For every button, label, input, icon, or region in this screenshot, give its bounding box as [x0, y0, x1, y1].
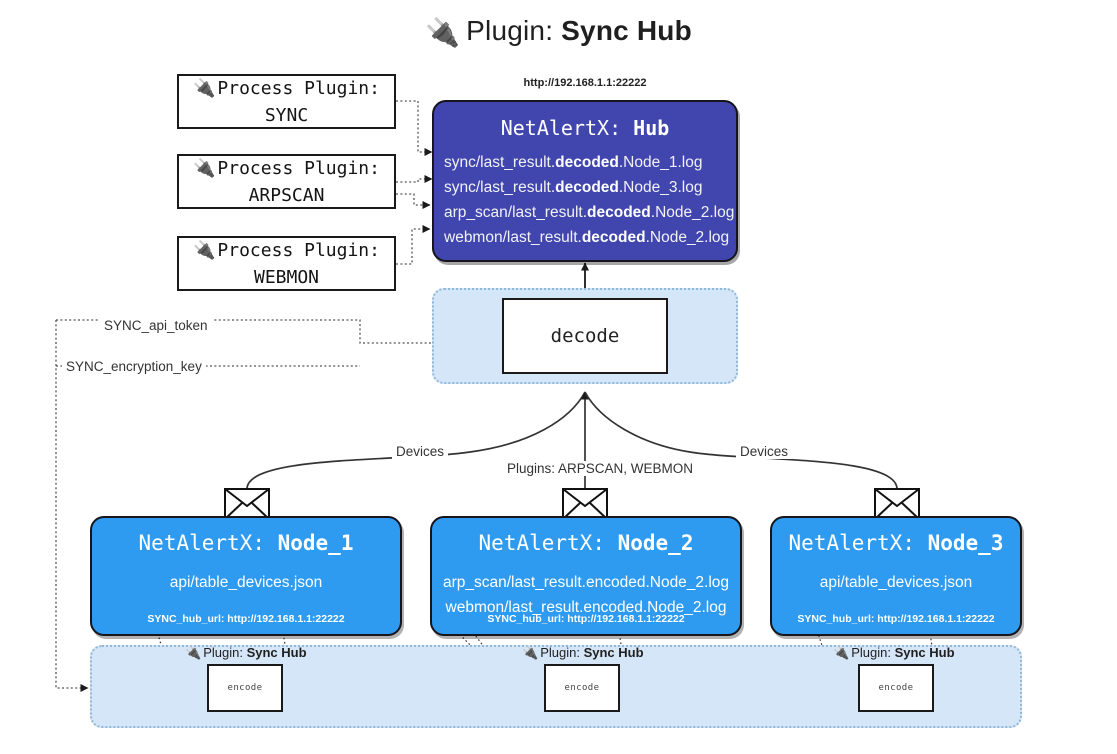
plug-icon: 🔌 [522, 645, 539, 660]
node-3-hub-url: SYNC_hub_url: http://192.168.1.1:22222 [797, 613, 995, 625]
encode-box-2[interactable]: encode [544, 664, 620, 712]
node-3-lines: api/table_devices.json [772, 570, 1020, 595]
node-1-title: NetAlertX: Node_1 [138, 531, 354, 555]
plugins-label-center: Plugins: ARPSCAN, WEBMON [503, 461, 698, 476]
hub-log-line: webmon/last_result.decoded.Node_2.log [444, 229, 730, 247]
encoder-2-caption: 🔌Plugin: Sync Hub [522, 645, 644, 660]
process-plugin-arpscan-line2: ARPSCAN [248, 184, 325, 206]
node-1-lines: api/table_devices.json [92, 570, 400, 595]
hub-title-prefix: NetAlertX: [500, 116, 634, 140]
plug-icon: 🔌 [185, 645, 202, 660]
plug-icon: 🔌 [425, 17, 461, 48]
node-2-title: NetAlertX: Node_2 [478, 531, 694, 555]
process-plugin-sync[interactable]: 🔌Process Plugin: SYNC [177, 74, 396, 129]
envelope-icon [224, 488, 270, 520]
hub-title-name: Hub [633, 116, 670, 140]
edge-encryption-key-to-encoders [55, 320, 89, 692]
hub-node[interactable]: NetAlertX: Hub sync/last_result.decoded.… [432, 100, 738, 262]
hub-log-line: sync/last_result.decoded.Node_3.log [444, 179, 703, 197]
node-1[interactable]: NetAlertX: Node_1 api/table_devices.json… [90, 516, 402, 636]
hub-title: NetAlertX: Hub [434, 116, 736, 140]
process-plugin-webmon-line1: Process Plugin: [217, 239, 380, 261]
node-2[interactable]: NetAlertX: Node_2 arp_scan/last_result.e… [430, 516, 742, 636]
edge-arpscan-to-hub-b [396, 193, 431, 209]
node-line: api/table_devices.json [169, 574, 323, 591]
page-title-prefix: Plugin: [466, 15, 562, 46]
plug-icon: 🔌 [193, 239, 216, 261]
decode-box[interactable]: decode [502, 298, 668, 374]
encoder-3-caption: 🔌Plugin: Sync Hub [833, 645, 955, 660]
node-2-lines: arp_scan/last_result.encoded.Node_2.log … [432, 570, 740, 620]
hub-url-label: http://192.168.1.1:22222 [523, 77, 647, 89]
hub-log-line: sync/last_result.decoded.Node_1.log [444, 154, 703, 171]
envelope-icon [562, 488, 608, 520]
sync-encryption-key-label: SYNC_encryption_key [62, 359, 206, 374]
page-title: 🔌Plugin: Sync Hub [0, 14, 1117, 48]
encoder-1-caption: 🔌Plugin: Sync Hub [185, 645, 307, 660]
process-plugin-sync-line1: Process Plugin: [217, 77, 380, 99]
devices-label-left: Devices [392, 444, 449, 459]
node-line: arp_scan/last_result.encoded.Node_2.log [442, 574, 730, 591]
devices-label-right: Devices [736, 444, 793, 459]
envelope-icon [874, 488, 920, 520]
plug-icon: 🔌 [193, 157, 216, 179]
encode-box-1[interactable]: encode [207, 664, 283, 712]
node-3[interactable]: NetAlertX: Node_3 api/table_devices.json… [770, 516, 1022, 636]
node-3-title: NetAlertX: Node_3 [788, 531, 1004, 555]
encode-box-3[interactable]: encode [858, 664, 934, 712]
node-line: api/table_devices.json [819, 574, 973, 591]
sync-api-token-label: SYNC_api_token [100, 318, 212, 333]
process-plugin-webmon-line2: WEBMON [253, 266, 320, 288]
process-plugin-arpscan[interactable]: 🔌Process Plugin: ARPSCAN [177, 154, 396, 209]
node-line: webmon/last_result.encoded.Node_2.log [445, 599, 727, 617]
page-title-name: Sync Hub [561, 15, 692, 46]
process-plugin-webmon[interactable]: 🔌Process Plugin: WEBMON [177, 236, 396, 291]
hub-log-line: arp_scan/last_result.decoded.Node_2.log [444, 204, 735, 222]
edge-webmon-to-hub [396, 225, 431, 265]
process-plugin-arpscan-line1: Process Plugin: [217, 157, 380, 179]
edge-sync-to-hub [396, 100, 433, 156]
plug-icon: 🔌 [833, 645, 850, 660]
hub-log-lines: sync/last_result.decoded.Node_1.log sync… [444, 150, 735, 250]
process-plugin-sync-line2: SYNC [264, 104, 309, 126]
node-2-hub-url: SYNC_hub_url: http://192.168.1.1:22222 [487, 613, 685, 625]
edge-arpscan-to-hub-a [396, 175, 433, 183]
node-1-hub-url: SYNC_hub_url: http://192.168.1.1:22222 [147, 613, 345, 625]
plug-icon: 🔌 [193, 77, 216, 99]
